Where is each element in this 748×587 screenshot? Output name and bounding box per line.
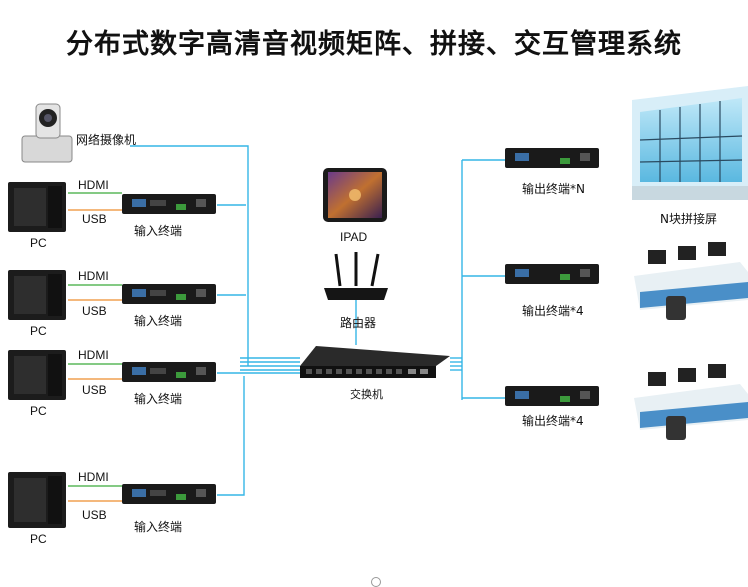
- camera-icon: [21, 103, 73, 163]
- page-title: 分布式数字高清音视频矩阵、拼接、交互管理系统: [66, 29, 682, 60]
- ipad-icon: [323, 168, 387, 222]
- router-label: 路由器: [340, 316, 377, 330]
- network-lines: [130, 145, 505, 496]
- hdmi-label: HDMI: [78, 470, 109, 484]
- usb-label: USB: [82, 508, 107, 522]
- usb-label: USB: [82, 304, 107, 318]
- output-terminal-label: 输出终端*4: [522, 304, 584, 318]
- pc-label: PC: [30, 324, 47, 338]
- pc-label: PC: [30, 236, 47, 250]
- hdmi-label: HDMI: [78, 269, 109, 283]
- input-terminal-icon-4: [122, 484, 216, 504]
- ipad-label: IPAD: [340, 230, 368, 244]
- pc-icon-2: [8, 270, 66, 320]
- input-terminal-label: 输入终端: [134, 392, 183, 406]
- input-terminal-label: 输入终端: [134, 224, 183, 238]
- usb-label: USB: [82, 383, 107, 397]
- output-terminal-icon-1: [505, 148, 599, 168]
- pc-icon-4: [8, 472, 66, 528]
- input-terminal-icon-3: [122, 362, 216, 382]
- input-terminal-label: 输入终端: [134, 314, 183, 328]
- input-link-4: [217, 376, 245, 496]
- display-label: N块拼接屏: [660, 212, 717, 226]
- hdmi-label: HDMI: [78, 348, 109, 362]
- video-wall-icon: [632, 86, 748, 200]
- output-terminal-icon-2: [505, 264, 599, 284]
- control-desk-icon-2: [634, 364, 748, 440]
- router-icon: [324, 252, 388, 300]
- input-terminal-icon-2: [122, 284, 216, 304]
- pc-label: PC: [30, 532, 47, 546]
- switch-icon: [300, 346, 450, 378]
- switch-label: 交换机: [350, 388, 383, 401]
- output-terminal-icon-3: [505, 386, 599, 406]
- hdmi-label: HDMI: [78, 178, 109, 192]
- output-terminal-label: 输出终端*4: [522, 414, 584, 428]
- input-terminal-icon-1: [122, 194, 216, 214]
- hdmi-usb-lines: [68, 192, 122, 502]
- pc-label: PC: [30, 404, 47, 418]
- output-terminal-label: 输出终端*N: [522, 182, 585, 196]
- control-desk-icon-1: [634, 242, 748, 320]
- input-terminal-label: 输入终端: [134, 520, 183, 534]
- pc-icon-3: [8, 350, 66, 400]
- camera-link: [130, 145, 249, 366]
- pc-icon-1: [8, 182, 66, 232]
- usb-label: USB: [82, 212, 107, 226]
- camera-label: 网络摄像机: [76, 133, 137, 147]
